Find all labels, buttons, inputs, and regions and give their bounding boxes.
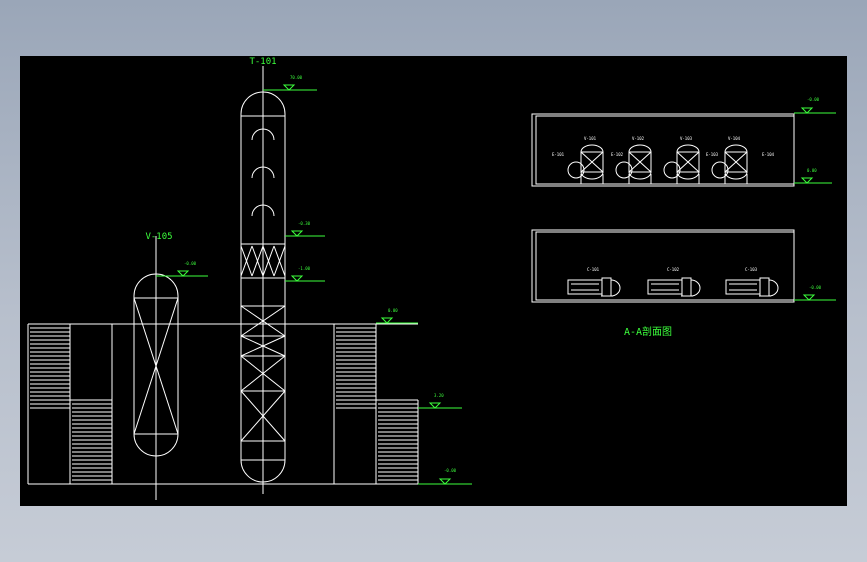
elevation-marker-platform-a: 0.00 <box>380 308 398 324</box>
vessel-tag: V-103 <box>680 136 693 141</box>
compressor-tag: C-102 <box>667 267 680 272</box>
section-2-equipment: C-101 C-102 C-103 <box>567 267 779 297</box>
vessel-tag: V-101 <box>584 136 597 141</box>
compressor-tag: C-103 <box>745 267 758 272</box>
elevation-marker-sec1-floor: 0.00 <box>800 168 817 184</box>
vessel-label: V-105 <box>145 232 172 242</box>
elevation-label: 0.00 <box>807 168 817 173</box>
elevation-label: 0.00 <box>388 308 398 313</box>
cad-drawing-canvas[interactable]: T-101 V-105 70.00 -0.30 -1.00 -0.00 0.00… <box>20 56 847 506</box>
elevation-label: 3.20 <box>434 393 444 398</box>
compressor-unit: C-101 <box>567 267 621 297</box>
elevation-marker-sec1-top: -0.00 <box>800 97 820 114</box>
elevation-label: -0.00 <box>807 97 820 102</box>
elevation-marker-ground: -0.00 <box>438 468 457 485</box>
tower-label: T-101 <box>249 57 276 67</box>
exchanger-tag: E-102 <box>611 152 624 157</box>
compressor-unit: C-103 <box>725 267 779 297</box>
exchanger-tag: E-103 <box>706 152 719 157</box>
drawing-svg: T-101 V-105 70.00 -0.30 -1.00 -0.00 0.00… <box>27 57 836 500</box>
stair-hatching <box>30 327 418 481</box>
elevation-marker-tower-mid2: -1.00 <box>290 266 311 282</box>
section-title: A-A剖面图 <box>624 325 672 338</box>
section-1-enclosure <box>531 112 836 187</box>
vessel-tag: V-104 <box>728 136 741 141</box>
elevation-marker-vessel-top: -0.00 <box>176 261 197 277</box>
elevation-marker-sec2-floor: -0.00 <box>802 285 822 301</box>
elevation-label: -1.00 <box>298 266 311 271</box>
vessel-v105 <box>133 236 208 500</box>
elevation-label: -0.00 <box>809 285 822 290</box>
vessel-tag: V-102 <box>632 136 645 141</box>
compressor-unit: C-102 <box>647 267 701 297</box>
elevation-marker-tower-mid1: -0.30 <box>290 221 311 237</box>
compressor-tag: C-101 <box>587 267 600 272</box>
elevation-marker-tower-top: 70.00 <box>282 75 303 91</box>
elevation-label: 70.00 <box>290 75 303 80</box>
elevation-label: -0.30 <box>298 221 311 226</box>
section-2-enclosure <box>531 229 836 303</box>
elevation-label: -0.00 <box>184 261 197 266</box>
exchanger-tag: E-101 <box>552 152 565 157</box>
tower-t101 <box>240 66 325 494</box>
elevation-label: -0.00 <box>444 468 457 473</box>
elevation-marker-platform-b: 3.20 <box>428 393 444 409</box>
exchanger-tag: E-104 <box>762 152 775 157</box>
